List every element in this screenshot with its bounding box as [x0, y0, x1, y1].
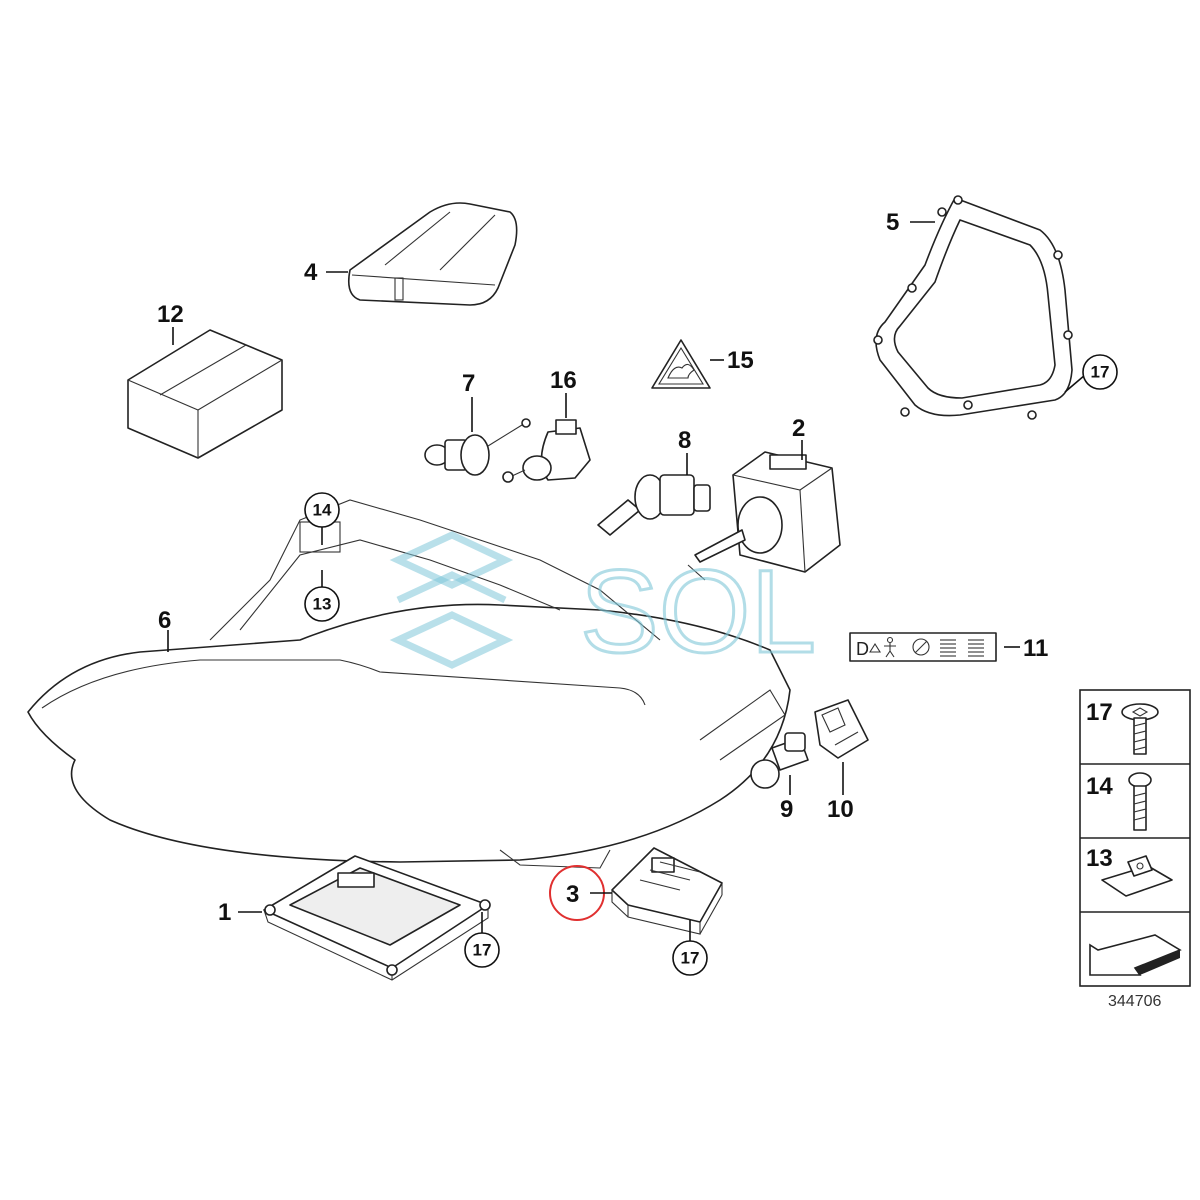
callout-4: 4 — [304, 259, 318, 286]
callout-11: 11 — [1023, 635, 1048, 662]
callout-1: 1 — [218, 899, 231, 926]
sol-watermark: SOL — [389, 531, 818, 680]
part-9-bulb — [750, 732, 809, 789]
part-10-socket — [814, 699, 869, 759]
callout-15: 15 — [727, 347, 754, 374]
part-11-label: D — [849, 632, 997, 662]
circled-17-gasket-label: 17 — [1091, 363, 1110, 382]
callout-10: 10 — [827, 796, 854, 823]
callout-6: 6 — [158, 607, 171, 634]
callout-9: 9 — [780, 796, 793, 823]
part-12-box — [127, 329, 283, 459]
callout-7: 7 — [462, 370, 475, 397]
circled-17-ballast3 — [672, 940, 708, 976]
callout-2: 2 — [792, 415, 805, 442]
part-7-bulb — [424, 418, 531, 476]
part-4-cover-cap — [347, 202, 518, 306]
circled-14-label: 14 — [313, 501, 332, 520]
legend-clip-13-icon — [1101, 855, 1173, 897]
callout-12: 12 — [157, 301, 184, 328]
circled-17-ballast3-label: 17 — [681, 949, 700, 968]
legend-screw-17-icon — [1121, 703, 1159, 755]
legend-arrow-icon — [1089, 934, 1182, 976]
callout-16: 16 — [550, 367, 577, 394]
callout-3: 3 — [566, 881, 579, 908]
part-5-gasket — [873, 195, 1073, 420]
svg-text:D: D — [856, 639, 869, 659]
part-2-ignitor — [687, 451, 841, 581]
legend-17-label: 17 — [1086, 699, 1113, 726]
callout-5: 5 — [886, 209, 899, 236]
diagram-reference-number: 344706 — [1108, 993, 1161, 1010]
part-15-warning-label — [651, 339, 711, 389]
circled-14 — [304, 492, 340, 528]
circled-13 — [304, 586, 340, 622]
legend-screw-14-icon — [1128, 772, 1152, 831]
legend-14-label: 14 — [1086, 773, 1113, 800]
part-6-headlight — [27, 499, 791, 869]
part-1-ballast — [263, 855, 491, 981]
part-3-control-unit — [611, 847, 723, 935]
part-16-bulb-socket — [502, 419, 591, 483]
circled-13-label: 13 — [313, 595, 332, 614]
fastener-legend: 17 14 13 — [1079, 689, 1191, 987]
svg-text:SOL: SOL — [580, 546, 816, 678]
part-8-bulb — [597, 474, 711, 536]
circled-17-gasket — [1082, 354, 1118, 390]
legend-13-label: 13 — [1086, 845, 1113, 872]
circled-17-ballast1 — [464, 932, 500, 968]
callout-8: 8 — [678, 427, 691, 454]
circled-17-ballast1-label: 17 — [473, 941, 492, 960]
